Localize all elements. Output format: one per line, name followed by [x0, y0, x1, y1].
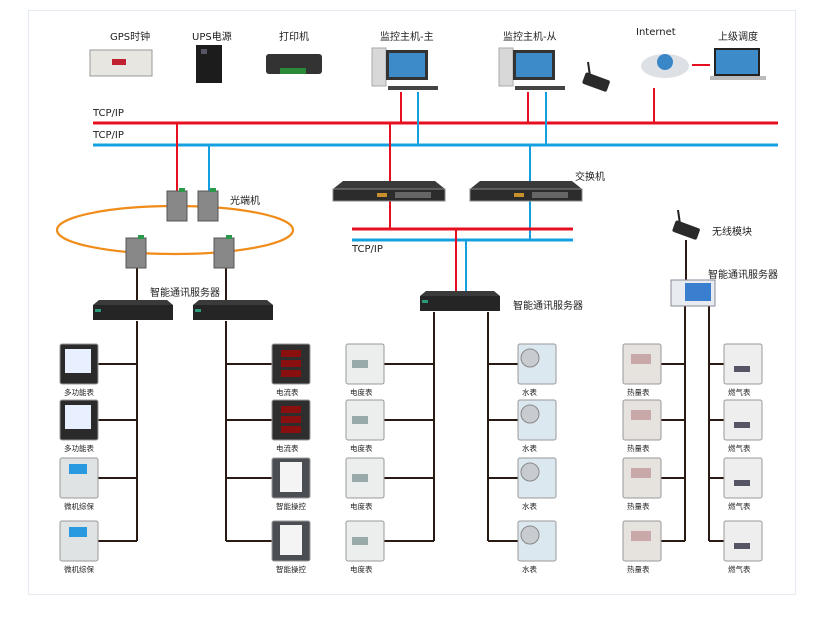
field-device-label: 热量表 — [627, 502, 650, 511]
energy-meter-icon — [345, 399, 385, 441]
gas-meter-icon — [723, 343, 763, 385]
label-tcpip-red: TCP/IP — [93, 108, 124, 119]
field-device-label: 燃气表 — [728, 444, 751, 453]
gas-meter-icon — [723, 520, 763, 562]
heat-meter-icon — [622, 520, 662, 562]
label-host-main: 监控主机-主 — [380, 32, 434, 43]
energy-meter-icon — [345, 520, 385, 562]
gps-clock-icon — [89, 49, 153, 77]
label-host-backup: 监控主机-从 — [503, 32, 557, 43]
switch-1-icon — [332, 181, 446, 202]
smart-controller-icon — [271, 520, 311, 562]
energy-meter-icon — [345, 343, 385, 385]
multifunction-meter-icon — [59, 399, 99, 441]
field-device-label: 水表 — [522, 565, 537, 574]
heat-meter-icon — [622, 457, 662, 499]
label-tcpip-lower: TCP/IP — [352, 244, 383, 255]
field-device-label: 电度表 — [350, 565, 373, 574]
field-device-label: 微机综保 — [64, 502, 94, 511]
monitor-host-backup-icon — [498, 47, 565, 90]
comm-server-left-1-icon — [93, 300, 173, 320]
ups-icon — [196, 45, 222, 83]
field-device-label: 电度表 — [350, 502, 373, 511]
water-meter-icon — [517, 343, 557, 385]
field-device-label: 水表 — [522, 444, 537, 453]
printer-icon — [266, 54, 322, 74]
field-device-label: 热量表 — [627, 444, 650, 453]
gas-meter-icon — [723, 457, 763, 499]
field-device-label: 燃气表 — [728, 388, 751, 397]
field-device-label: 电流表 — [276, 444, 299, 453]
optical-transceiver-2-icon — [197, 188, 219, 222]
field-device-label: 热量表 — [627, 388, 650, 397]
field-device-label: 燃气表 — [728, 565, 751, 574]
field-buses — [98, 306, 724, 542]
optical-transceiver-1-icon — [166, 188, 188, 222]
field-device-label: 电度表 — [350, 388, 373, 397]
label-optical-transceiver: 光端机 — [230, 196, 260, 207]
field-device-label: 电流表 — [276, 388, 299, 397]
label-comm-server-right: 智能通讯服务器 — [708, 270, 778, 281]
label-internet: Internet — [636, 27, 676, 38]
heat-meter-icon — [622, 399, 662, 441]
field-device-label: 智能操控 — [276, 565, 306, 574]
field-device-label: 燃气表 — [728, 502, 751, 511]
comm-server-right-icon — [670, 279, 716, 307]
heat-meter-icon — [622, 343, 662, 385]
laptop-icon — [710, 48, 766, 80]
comm-server-left-2-icon — [193, 300, 273, 320]
switch-2-icon — [469, 181, 583, 202]
devices — [59, 45, 766, 562]
field-device-label: 水表 — [522, 388, 537, 397]
buses — [55, 64, 778, 302]
label-printer: 打印机 — [279, 32, 309, 43]
ammeter-icon — [271, 399, 311, 441]
label-comm-server-mid: 智能通讯服务器 — [513, 301, 583, 312]
field-device-label: 热量表 — [627, 565, 650, 574]
microcomputer-protection-icon — [59, 457, 99, 499]
gas-meter-icon — [723, 399, 763, 441]
water-meter-icon — [517, 399, 557, 441]
smart-controller-icon — [271, 457, 311, 499]
field-device-label: 多功能表 — [64, 388, 94, 397]
internet-cloud-icon — [641, 54, 689, 78]
label-switch: 交换机 — [575, 172, 605, 183]
monitor-host-main-icon — [371, 47, 438, 90]
water-meter-icon — [517, 457, 557, 499]
label-gps-clock: GPS时钟 — [110, 32, 151, 43]
multifunction-meter-icon — [59, 343, 99, 385]
gprs-module-icon — [582, 61, 610, 92]
ammeter-icon — [271, 343, 311, 385]
optical-transceiver-3-icon — [125, 235, 147, 269]
label-ups: UPS电源 — [192, 32, 232, 43]
optical-transceiver-4-icon — [213, 235, 235, 269]
field-device-label: 水表 — [522, 502, 537, 511]
label-wireless-module: 无线模块 — [712, 227, 752, 238]
label-upper-dispatch: 上级调度 — [718, 32, 758, 43]
wireless-module-icon — [672, 209, 700, 240]
water-meter-icon — [517, 520, 557, 562]
energy-meter-icon — [345, 457, 385, 499]
microcomputer-protection-icon — [59, 520, 99, 562]
label-comm-server-left: 智能通讯服务器 — [150, 288, 220, 299]
field-device-label: 电度表 — [350, 444, 373, 453]
label-tcpip-blue: TCP/IP — [93, 130, 124, 141]
field-device-label: 智能操控 — [276, 502, 306, 511]
field-device-label: 多功能表 — [64, 444, 94, 453]
comm-server-mid-icon — [420, 291, 500, 311]
field-device-label: 微机综保 — [64, 565, 94, 574]
